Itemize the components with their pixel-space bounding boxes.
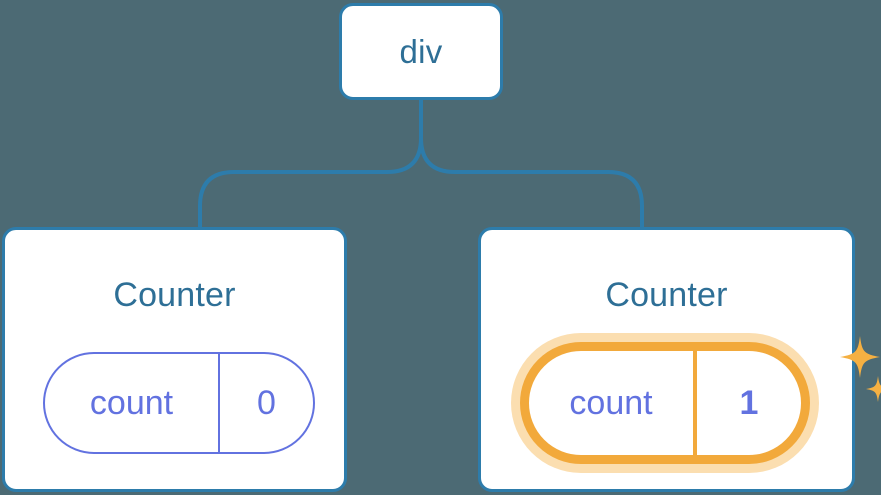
component-title: Counter [605,276,728,314]
sparkles-group [840,336,881,402]
state-value: 1 [739,384,759,422]
root-node-label: div [399,33,443,70]
root-node-div[interactable]: div [339,3,503,100]
state-pill-wrapper: count 0 [43,352,315,454]
sparkle-small-icon [866,376,881,402]
connector-right-branch [419,98,644,229]
component-card-counter-left[interactable]: Counter count 0 [2,227,347,492]
state-pill-wrapper: count 1 [520,336,881,464]
state-value: 0 [257,384,276,422]
component-title: Counter [113,276,236,314]
state-key: count [529,351,697,455]
connector-left-branch [198,136,423,229]
state-pill-highlighted[interactable]: count 1 [520,342,810,464]
component-card-counter-right[interactable]: Counter count 1 [478,227,881,492]
state-pill[interactable]: count 0 [43,352,315,454]
sparkle-large-icon [840,336,880,378]
state-key: count [45,354,220,452]
